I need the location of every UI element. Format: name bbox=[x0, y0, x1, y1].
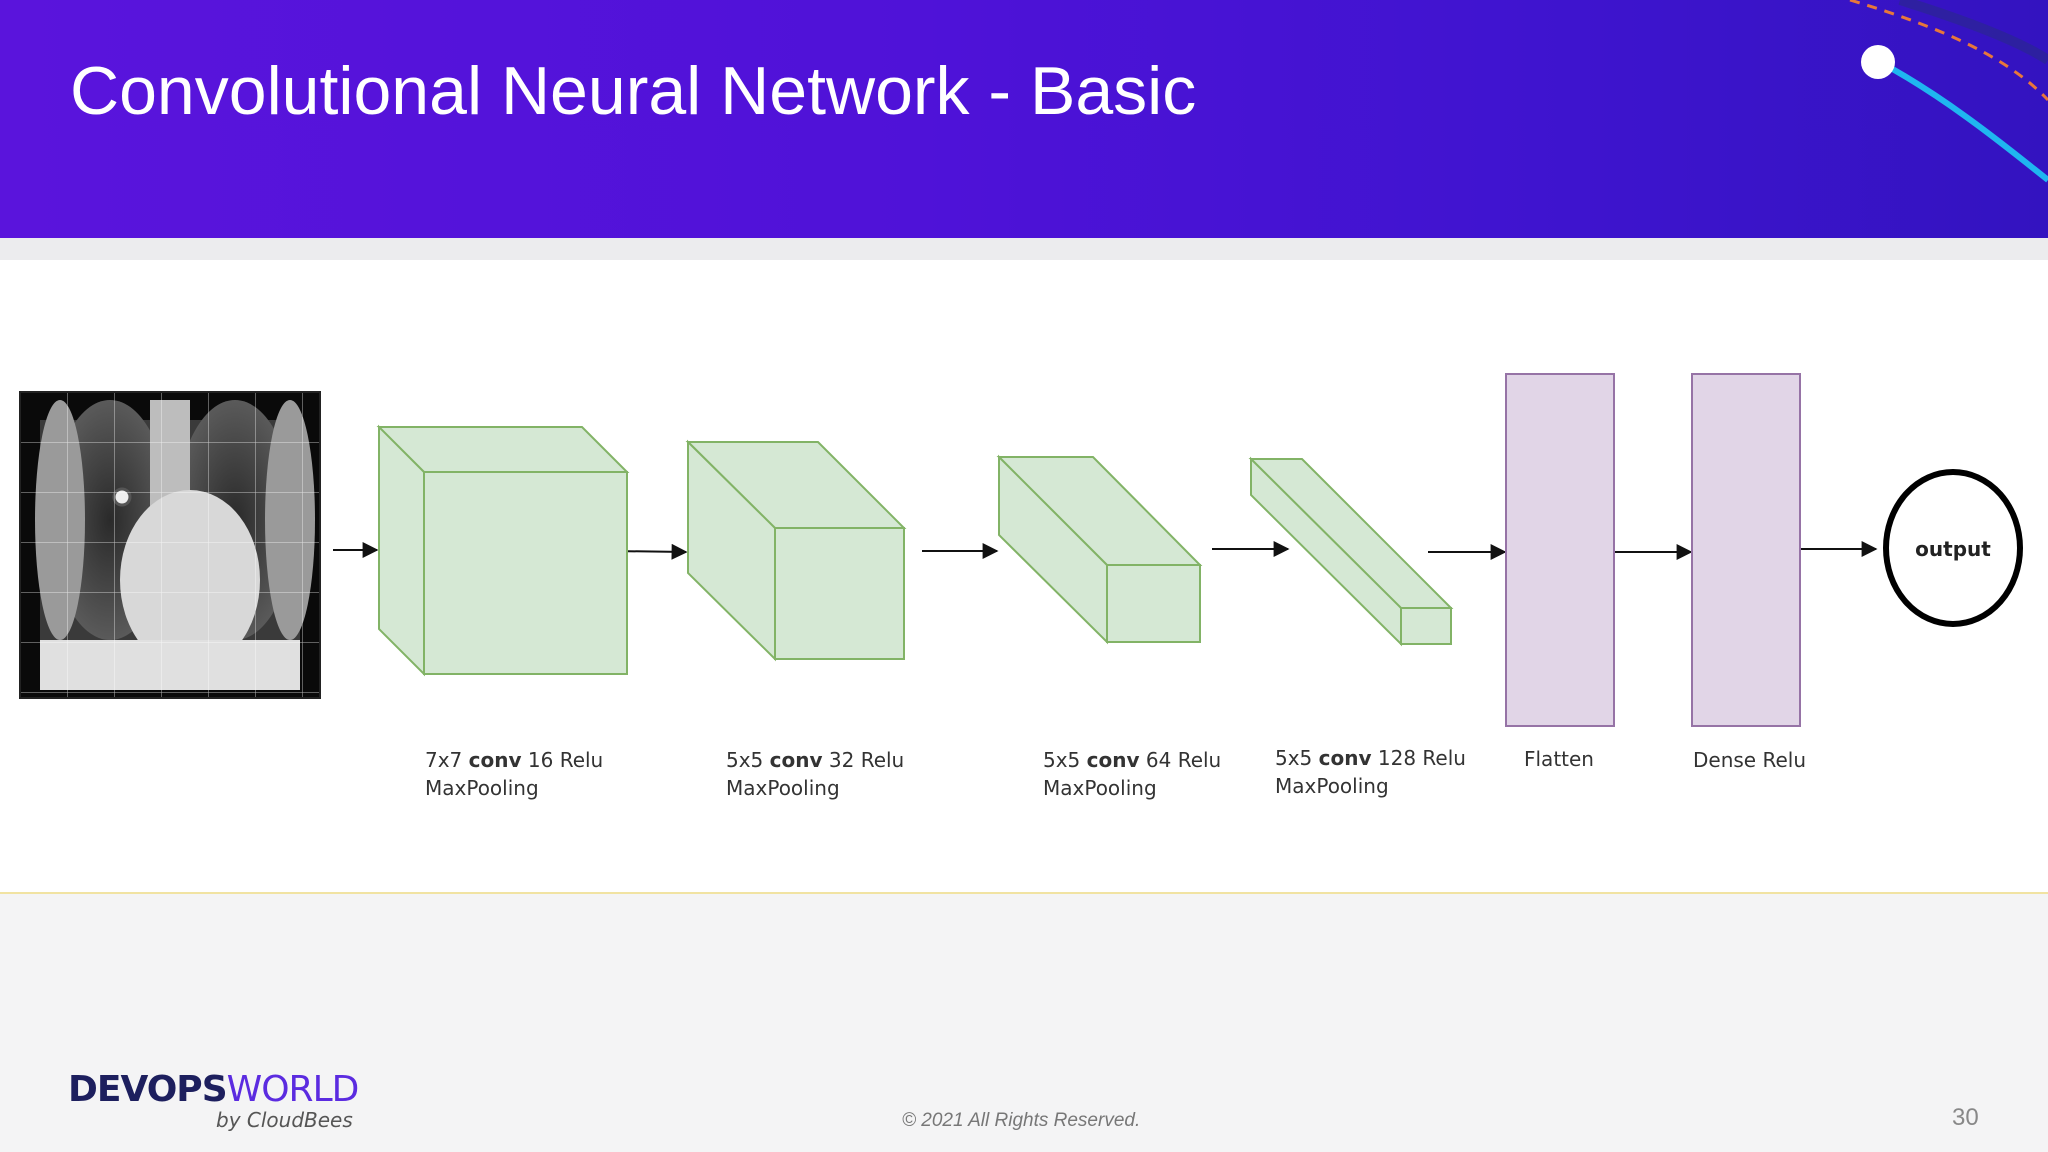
page-number: 30 bbox=[1952, 1104, 1979, 1131]
layer-label-1: 7x7 conv 16 Relu MaxPooling bbox=[425, 748, 604, 800]
header-divider bbox=[0, 238, 2048, 260]
dense-layer bbox=[1691, 373, 1801, 727]
xray-input-image bbox=[19, 391, 321, 699]
output-label: output bbox=[1915, 537, 1991, 561]
slide-header: Convolutional Neural Network - Basic bbox=[0, 0, 2048, 238]
conv-block-3 bbox=[996, 454, 1203, 645]
logo-world-text: WORLD bbox=[226, 1069, 360, 1110]
dense-label: Dense Relu bbox=[1693, 748, 1806, 772]
layer-label-3: 5x5 conv 64 Relu MaxPooling bbox=[1043, 748, 1222, 800]
decoration-dot-icon bbox=[1861, 45, 1895, 79]
slide-title: Convolutional Neural Network - Basic bbox=[70, 53, 1197, 129]
logo-devops-text: DEVOPS bbox=[68, 1069, 228, 1110]
diagram-panel: output bbox=[0, 260, 2048, 894]
output-node bbox=[1883, 469, 2023, 627]
copyright-text: © 2021 All Rights Reserved. bbox=[902, 1110, 1141, 1131]
logo-byline: by CloudBees bbox=[216, 1108, 353, 1132]
cnn-diagram: output bbox=[19, 373, 2023, 727]
conv-block-2 bbox=[685, 439, 907, 662]
conv-block-1 bbox=[376, 424, 630, 677]
layer-label-4: 5x5 conv 128 Relu MaxPooling bbox=[1275, 746, 1466, 798]
flatten-label: Flatten bbox=[1524, 747, 1594, 771]
devopsworld-logo: DEVOPSWORLD by CloudBees bbox=[68, 1069, 360, 1133]
header-decoration bbox=[1849, 0, 2048, 183]
flatten-layer bbox=[1505, 373, 1615, 727]
layer-label-2: 5x5 conv 32 Relu MaxPooling bbox=[726, 748, 905, 800]
conv-block-4 bbox=[1248, 456, 1454, 647]
